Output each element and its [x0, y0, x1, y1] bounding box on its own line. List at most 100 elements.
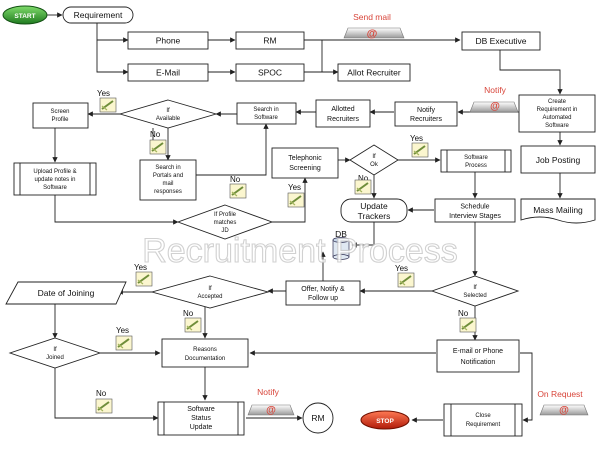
email-node: E-Mail	[127, 63, 209, 82]
svg-text:No: No	[230, 175, 241, 184]
date-of-joining-node: Date of Joining	[5, 281, 127, 305]
svg-text:E-Mail: E-Mail	[156, 68, 180, 78]
svg-text:RM: RM	[311, 413, 324, 423]
yes-label-selected: Yes	[395, 264, 415, 288]
svg-text:Search in: Search in	[155, 165, 180, 171]
svg-text:Software: Software	[43, 185, 67, 191]
svg-text:No: No	[183, 309, 194, 318]
svg-text:Update: Update	[190, 424, 213, 431]
svg-text:E-mail or Phone: E-mail or Phone	[453, 348, 503, 355]
svg-text:Allot Recruiter: Allot Recruiter	[347, 68, 401, 78]
svg-text:Ok: Ok	[370, 162, 379, 168]
software-process-node: Software Process	[440, 149, 512, 173]
db-executive-node: DB Executive	[461, 31, 541, 51]
svg-text:On Request: On Request	[537, 389, 583, 399]
search-in-software-node: Search in Software	[236, 102, 297, 125]
reasons-documentation-node: Reasons Documentation	[161, 338, 249, 368]
svg-text:Follow up: Follow up	[308, 295, 338, 302]
svg-text:Job Posting: Job Posting	[536, 155, 581, 165]
allotted-recruiters-node: Allotted Recruiters	[315, 99, 371, 128]
svg-text:If: If	[53, 347, 57, 353]
svg-text:Update: Update	[360, 201, 388, 211]
yes-label-accepted: Yes	[134, 263, 153, 287]
svg-text:Software: Software	[254, 115, 278, 121]
no-label-ok: No	[354, 174, 372, 195]
no-label-selected: No	[458, 309, 477, 333]
if-available-decision: If Available	[118, 99, 218, 129]
svg-text:Date of Joining: Date of Joining	[38, 288, 95, 298]
svg-text:Notify: Notify	[417, 107, 435, 114]
svg-text:Joined: Joined	[46, 355, 64, 361]
svg-text:Upload Profile &: Upload Profile &	[33, 169, 76, 175]
if-selected-decision: If Selected	[430, 275, 520, 307]
svg-text:Notify: Notify	[484, 85, 506, 95]
notify-bottom-icon: @ Notify	[247, 387, 295, 416]
svg-text:Allotted: Allotted	[331, 106, 354, 113]
svg-text:Yes: Yes	[116, 326, 129, 335]
svg-text:Documentation: Documentation	[185, 356, 225, 362]
svg-text:Recruiters: Recruiters	[410, 116, 442, 123]
svg-text:Selected: Selected	[463, 293, 486, 299]
svg-text:Available: Available	[156, 116, 181, 122]
svg-text:Software: Software	[464, 155, 488, 161]
phone-node: Phone	[127, 31, 209, 50]
spoc-node: SPOC	[235, 63, 305, 82]
send-mail-icon: @ Send mail	[343, 12, 405, 40]
svg-text:Yes: Yes	[288, 183, 301, 192]
svg-text:Process: Process	[465, 163, 487, 169]
email-phone-notification-node: E-mail or Phone Notification	[436, 339, 520, 373]
schedule-interview-node: Schedule Interview Stages	[434, 198, 516, 223]
rm-bottom-node: RM	[302, 402, 334, 434]
svg-text:SPOC: SPOC	[258, 68, 282, 78]
svg-text:START: START	[14, 13, 35, 20]
svg-text:No: No	[358, 174, 369, 183]
job-posting-node: Job Posting	[520, 145, 596, 174]
start-terminal: START	[2, 5, 48, 25]
svg-text:@: @	[559, 405, 569, 416]
stop-terminal: STOP	[360, 410, 410, 430]
svg-text:Trackers: Trackers	[358, 211, 391, 221]
requirement-node: Requirement	[62, 6, 134, 24]
svg-text:Automated: Automated	[542, 115, 571, 121]
telephonic-screening-node: Telephonic Screening	[271, 147, 339, 179]
update-trackers-node: Update Trackers	[340, 198, 408, 223]
svg-text:Create: Create	[548, 99, 567, 105]
if-joined-decision: If Joined	[8, 337, 102, 369]
rm-top-node: RM	[235, 31, 305, 50]
svg-text:DB: DB	[335, 229, 347, 239]
svg-text:If: If	[473, 285, 477, 291]
svg-text:responses: responses	[154, 189, 182, 195]
svg-text:Yes: Yes	[395, 264, 408, 273]
svg-text:Screening: Screening	[289, 165, 321, 172]
yes-label-profile: Yes	[287, 183, 305, 208]
svg-text:Screen: Screen	[50, 109, 69, 115]
svg-text:If Profile: If Profile	[214, 212, 237, 218]
mass-mailing-node: Mass Mailing	[520, 198, 596, 224]
svg-text:Mass Mailing: Mass Mailing	[533, 205, 583, 215]
create-requirement-node: Create Requirement in Automated Software	[518, 94, 596, 133]
svg-text:Offer, Notify &: Offer, Notify &	[301, 286, 345, 293]
svg-text:@: @	[367, 28, 378, 40]
svg-text:Reasons: Reasons	[193, 347, 217, 353]
no-label-joined: No	[95, 389, 113, 414]
svg-text:update notes in: update notes in	[34, 177, 75, 183]
on-request-icon: @ On Request	[537, 389, 589, 416]
offer-notify-node: Offer, Notify & Follow up	[285, 280, 361, 306]
svg-text:Software: Software	[545, 123, 569, 129]
notify-recruiters-node: Notify Recruiters	[394, 101, 458, 127]
svg-text:mail: mail	[162, 181, 173, 187]
svg-text:DB Executive: DB Executive	[475, 36, 526, 46]
svg-text:Search in: Search in	[253, 107, 278, 113]
svg-text:Yes: Yes	[410, 134, 423, 143]
screen-profile-node: Screen Profile	[32, 102, 89, 129]
svg-text:Status: Status	[191, 415, 211, 422]
svg-text:Yes: Yes	[134, 263, 147, 272]
svg-text:@: @	[266, 405, 276, 416]
svg-text:No: No	[458, 309, 469, 318]
svg-text:RM: RM	[263, 36, 276, 46]
svg-text:No: No	[96, 389, 107, 398]
svg-text:If: If	[372, 154, 376, 160]
svg-text:Requirement: Requirement	[466, 422, 501, 428]
svg-text:Yes: Yes	[97, 89, 110, 98]
